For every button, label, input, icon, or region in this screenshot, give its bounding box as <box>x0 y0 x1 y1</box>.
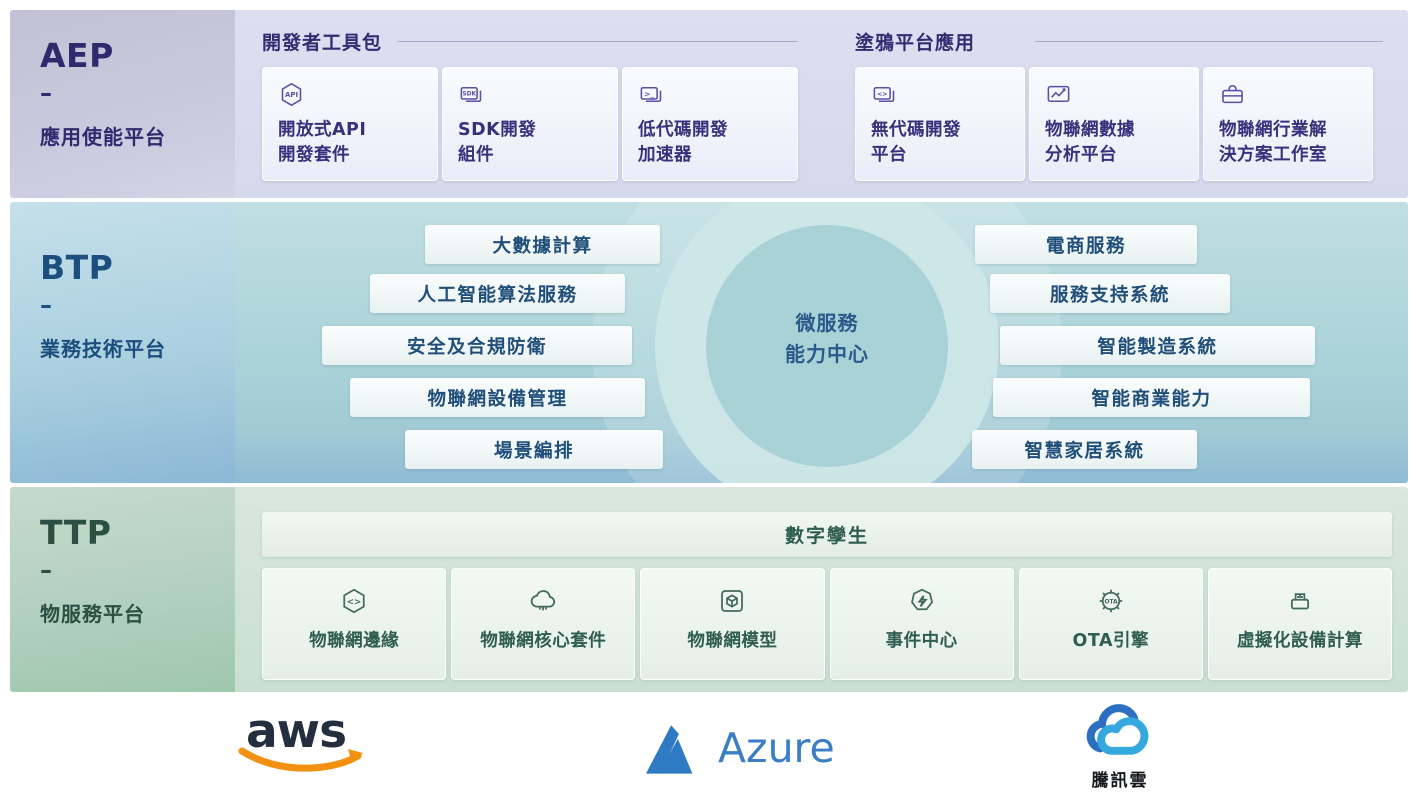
btp-right-pill: 服務支持系統 <box>990 274 1230 313</box>
card-label: 物聯網核心套件 <box>480 631 607 651</box>
iot-data-analytics-icon <box>1045 81 1072 108</box>
aep-dash: – <box>40 79 52 107</box>
tencent-cloud-wordmark: 騰訊雲 <box>1091 771 1149 791</box>
btp-right-pill: 電商服務 <box>975 225 1197 264</box>
sdk-icon <box>458 81 485 108</box>
ttp-card: 物聯網核心套件 <box>451 568 636 680</box>
ttp-card: 物聯網模型 <box>640 568 825 680</box>
iot-core-suite-icon <box>528 586 558 616</box>
virtual-device-computing-icon <box>1285 586 1315 616</box>
divider-line <box>398 40 798 42</box>
card-label: SDK開發 組件 <box>458 120 537 165</box>
open-api-icon <box>278 81 305 108</box>
aep-card: 物聯網行業解 決方案工作室 <box>1203 67 1373 181</box>
ttp-card: 虛擬化設備計算 <box>1207 568 1393 680</box>
tuya-platform-apps-title: 塗鴉平台應用 <box>855 31 976 54</box>
btp-left-pill: 安全及合規防衛 <box>322 326 632 365</box>
layer-btp: BTP – 業務技術平台 微服務 能力中心 大數據計算人工智能算法服務安全及合規… <box>10 202 1408 483</box>
ttp-name: 物服務平台 <box>40 601 145 626</box>
tuya-platform-apps-group: 塗鴉平台應用 無代碼開發 平台 物聯網數據 分析平台 物聯網行業解 決方案工作室 <box>855 28 1383 181</box>
iot-solution-studio-icon <box>1219 81 1246 108</box>
ttp-card: OTA引擎 <box>1018 568 1203 680</box>
aep-card: 低代碼開發 加速器 <box>622 67 798 181</box>
low-code-icon <box>638 81 665 108</box>
developer-toolkit-title: 開發者工具包 <box>262 31 383 54</box>
developer-toolkit-group: 開發者工具包 開放式API 開發套件 SDK開發 組件 低代碼開發 加速器 <box>262 28 798 181</box>
card-label: 虛擬化設備計算 <box>1236 631 1363 651</box>
card-label: OTA引擎 <box>1072 631 1150 651</box>
btp-right-pill: 智能製造系統 <box>1000 326 1315 365</box>
cloud-providers-footer: aws Azure 騰訊雲 <box>0 700 1418 812</box>
card-label: 低代碼開發 加速器 <box>638 120 728 165</box>
card-label: 物聯網模型 <box>687 631 778 651</box>
btp-left-pill: 物聯網設備管理 <box>350 378 645 417</box>
aep-card: SDK開發 組件 <box>442 67 618 181</box>
divider-line <box>1035 40 1383 42</box>
aep-card: 無代碼開發 平台 <box>855 67 1025 181</box>
microservice-inner-circle <box>706 225 948 467</box>
btp-code: BTP <box>40 248 114 287</box>
ttp-content: 數字孿生 物聯網邊緣 物聯網核心套件 物聯網模型 事件中心 OTA引擎 虛擬化設… <box>235 487 1408 692</box>
ttp-card: 物聯網邊緣 <box>262 568 447 680</box>
aws-smile-icon <box>238 747 363 772</box>
azure-wordmark: Azure <box>718 724 835 772</box>
btp-name: 業務技術平台 <box>40 336 166 361</box>
aep-name: 應用使能平台 <box>40 124 166 149</box>
btp-right-pill: 智能商業能力 <box>993 378 1310 417</box>
iot-model-icon <box>717 586 747 616</box>
card-label: 無代碼開發 平台 <box>871 120 961 165</box>
event-center-icon <box>907 586 937 616</box>
ttp-code: TTP <box>40 513 112 552</box>
ttp-dash: – <box>40 556 52 584</box>
card-label: 物聯網行業解 決方案工作室 <box>1219 120 1327 165</box>
btp-left-pill: 人工智能算法服務 <box>370 274 625 313</box>
btp-right-pill: 智慧家居系統 <box>972 430 1197 469</box>
aep-label-column: AEP – 應用使能平台 <box>10 10 235 198</box>
layer-ttp: TTP – 物服務平台 數字孿生 物聯網邊緣 物聯網核心套件 物聯網模型 事件中… <box>10 487 1408 692</box>
aws-logo: aws <box>236 704 363 775</box>
card-label: 事件中心 <box>885 631 958 651</box>
no-code-icon <box>871 81 898 108</box>
card-label: 物聯網數據 分析平台 <box>1045 120 1135 165</box>
btp-label-column: BTP – 業務技術平台 <box>10 202 235 483</box>
btp-left-pill: 場景編排 <box>405 430 663 469</box>
digital-twin-banner: 數字孿生 <box>262 512 1392 557</box>
tencent-cloud-icon <box>1086 704 1149 755</box>
aep-card: 物聯網數據 分析平台 <box>1029 67 1199 181</box>
btp-dash: – <box>40 291 52 319</box>
ttp-label-column: TTP – 物服務平台 <box>10 487 235 692</box>
aep-code: AEP <box>40 36 114 75</box>
aep-card: 開放式API 開發套件 <box>262 67 438 181</box>
iot-edge-icon <box>339 586 369 616</box>
microservice-capability-center-label: 微服務 能力中心 <box>785 311 869 366</box>
aep-content: 開發者工具包 開放式API 開發套件 SDK開發 組件 低代碼開發 加速器 塗鴉… <box>235 10 1408 198</box>
btp-left-pill: 大數據計算 <box>425 225 660 264</box>
azure-logo: Azure <box>646 722 835 775</box>
tencent-cloud-logo: 騰訊雲 <box>1076 700 1164 791</box>
layer-aep: AEP – 應用使能平台 開發者工具包 開放式API 開發套件 SDK開發 組件… <box>10 10 1408 198</box>
ttp-card: 事件中心 <box>829 568 1014 680</box>
aws-wordmark: aws <box>245 704 347 759</box>
btp-content: 微服務 能力中心 大數據計算人工智能算法服務安全及合規防衛物聯網設備管理場景編排… <box>235 202 1408 483</box>
card-label: 物聯網邊緣 <box>309 631 400 651</box>
ota-engine-icon <box>1096 586 1126 616</box>
azure-triangle-icon <box>646 725 693 774</box>
card-label: 開放式API 開發套件 <box>278 120 367 165</box>
